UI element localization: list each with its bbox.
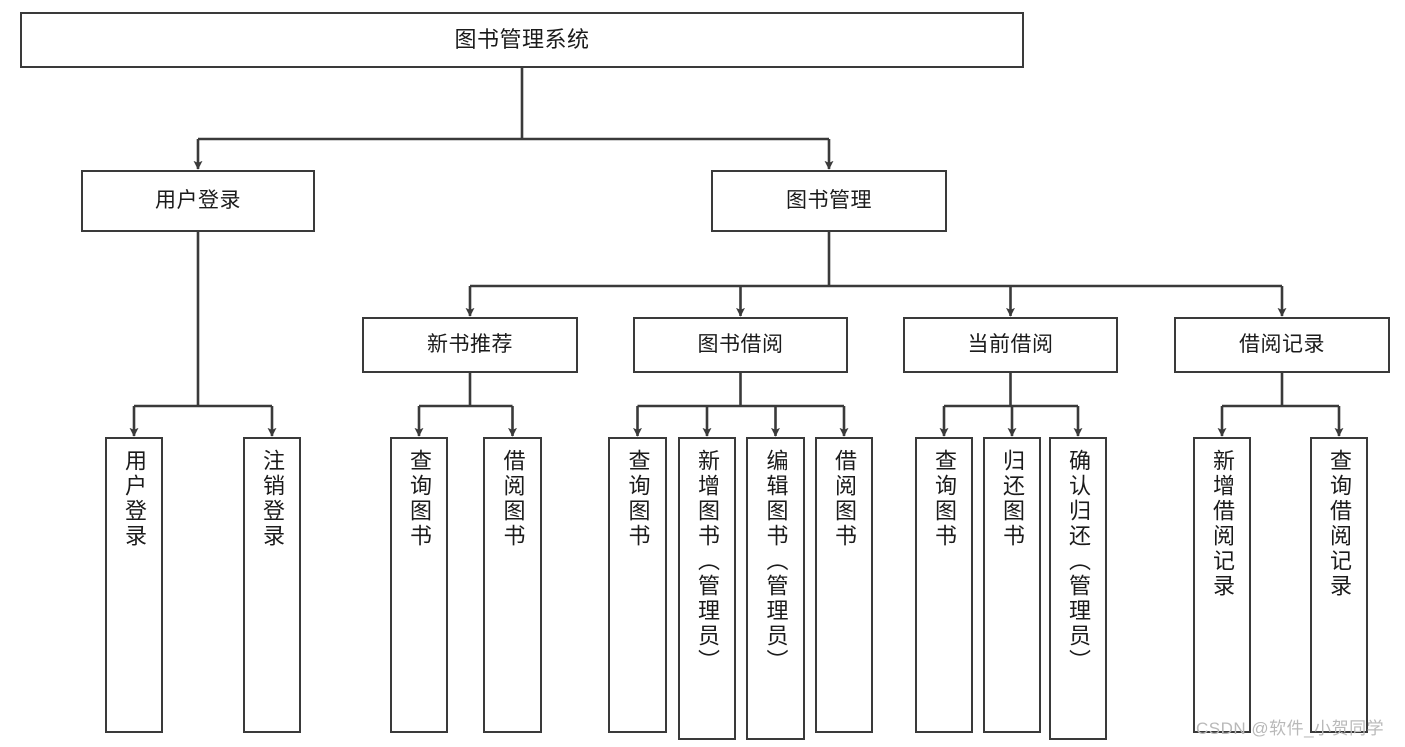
- node-label: 当前借阅: [967, 332, 1054, 356]
- node-leaf-borrow-1[interactable]: 借阅图书: [483, 437, 542, 733]
- node-label: 查询图书: [932, 449, 957, 549]
- node-label: 新增借阅记录: [1210, 449, 1235, 599]
- node-leaf-edit-book[interactable]: 编辑图书（管理员）: [746, 437, 805, 740]
- node-label: 查询图书: [407, 449, 432, 549]
- node-label: 借阅记录: [1239, 332, 1325, 356]
- node-leaf-confirm[interactable]: 确认归还（管理员）: [1049, 437, 1107, 740]
- node-leaf-qry-record[interactable]: 查询借阅记录: [1310, 437, 1368, 733]
- node-book-borrow[interactable]: 图书借阅: [633, 317, 848, 373]
- node-label: 用户登录: [122, 449, 147, 549]
- node-label: 图书借阅: [697, 332, 784, 356]
- node-label: 借阅图书: [832, 449, 857, 549]
- node-leaf-user-login[interactable]: 用户登录: [105, 437, 163, 733]
- node-leaf-query-1[interactable]: 查询图书: [390, 437, 448, 733]
- node-label: 图书管理系统: [454, 27, 590, 53]
- node-label: 图书管理: [786, 188, 872, 212]
- node-label: 借阅图书: [500, 449, 526, 549]
- node-leaf-logout[interactable]: 注销登录: [243, 437, 301, 733]
- node-label: 新书推荐: [427, 332, 513, 356]
- node-user-login[interactable]: 用户登录: [81, 170, 315, 232]
- csdn-watermark: CSDN @软件_小贺同学: [1196, 719, 1385, 738]
- node-label: 用户登录: [155, 188, 241, 212]
- node-current-borrow[interactable]: 当前借阅: [903, 317, 1118, 373]
- node-new-book-rec[interactable]: 新书推荐: [362, 317, 578, 373]
- node-label: 编辑图书（管理员）: [763, 449, 789, 674]
- node-label: 归还图书: [1000, 449, 1025, 549]
- node-leaf-add-record[interactable]: 新增借阅记录: [1193, 437, 1251, 733]
- node-borrow-record[interactable]: 借阅记录: [1174, 317, 1390, 373]
- node-label: 注销登录: [260, 449, 285, 549]
- node-leaf-query-3[interactable]: 查询图书: [915, 437, 973, 733]
- node-leaf-borrow-2[interactable]: 借阅图书: [815, 437, 873, 733]
- node-label: 查询图书: [625, 449, 651, 549]
- node-leaf-add-book[interactable]: 新增图书（管理员）: [678, 437, 736, 740]
- node-root[interactable]: 图书管理系统: [20, 12, 1024, 68]
- node-label: 确认归还（管理员）: [1066, 449, 1091, 674]
- node-book-mgmt[interactable]: 图书管理: [711, 170, 947, 232]
- node-label: 查询借阅记录: [1327, 449, 1352, 599]
- node-label: 新增图书（管理员）: [695, 449, 720, 674]
- node-leaf-return[interactable]: 归还图书: [983, 437, 1041, 733]
- node-leaf-query-2[interactable]: 查询图书: [608, 437, 667, 733]
